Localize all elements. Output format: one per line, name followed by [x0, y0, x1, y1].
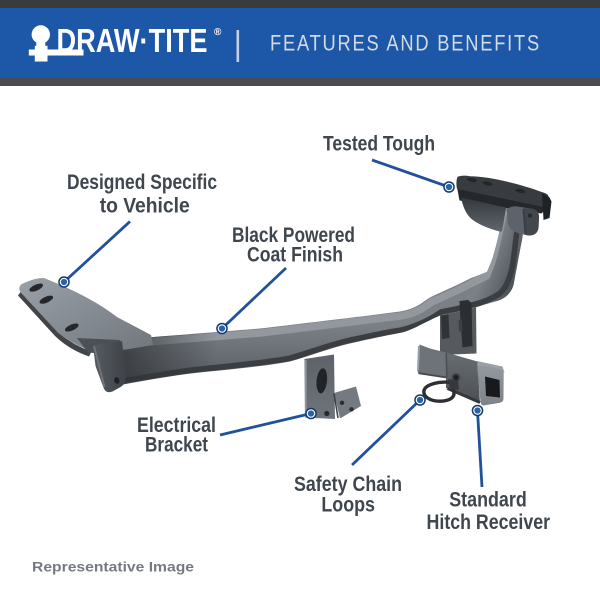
svg-text:Designed Specific: Designed Specific	[67, 171, 217, 194]
svg-text:®: ®	[214, 27, 222, 38]
svg-text:to Vehicle: to Vehicle	[100, 195, 190, 218]
svg-text:Tested Tough: Tested Tough	[323, 132, 435, 155]
svg-text:Representative Image: Representative Image	[32, 560, 194, 576]
svg-text:Coat Finish: Coat Finish	[247, 244, 343, 267]
svg-text:Bracket: Bracket	[145, 434, 208, 457]
svg-text:Black Powered: Black Powered	[232, 224, 355, 247]
svg-text:Hitch Receiver: Hitch Receiver	[427, 511, 551, 534]
svg-text:Standard: Standard	[449, 489, 527, 512]
svg-text:Safety Chain: Safety Chain	[294, 473, 402, 496]
svg-text:DRAW·TITE: DRAW·TITE	[57, 23, 208, 60]
svg-text:Electrical: Electrical	[137, 414, 216, 437]
svg-text:Loops: Loops	[321, 494, 375, 517]
svg-text:FEATURES AND BENEFITS: FEATURES AND BENEFITS	[270, 31, 541, 56]
